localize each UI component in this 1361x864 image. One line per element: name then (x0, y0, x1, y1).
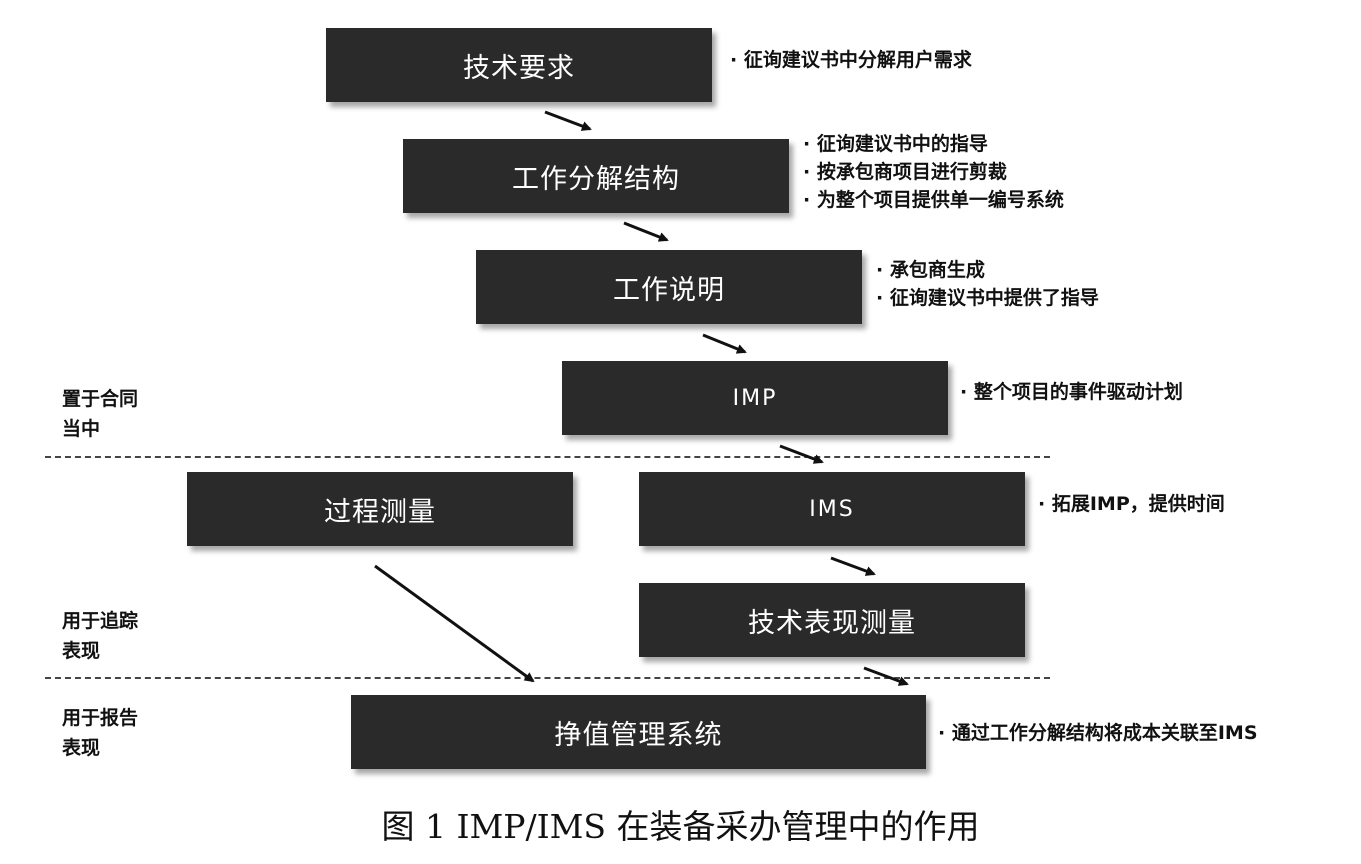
note-item: 征询建议书中分解用户需求 (730, 46, 972, 74)
arrow-wbs-to-sow (623, 221, 669, 242)
note-item: 征询建议书中的指导 (803, 130, 1064, 158)
side-label-line: 置于合同 (62, 388, 139, 410)
box-imp: IMP (562, 361, 948, 435)
note-item: 拓展IMP，提供时间 (1038, 490, 1225, 518)
arrow-sow-to-imp (702, 333, 747, 354)
side-label-line: 表现 (62, 737, 101, 759)
notes-imp: 整个项目的事件驱动计划 (960, 378, 1183, 406)
note-item: 承包商生成 (876, 256, 1099, 284)
note-item: 征询建议书中提供了指导 (876, 284, 1099, 312)
divider-contract (45, 456, 1050, 458)
box-ims: IMS (639, 472, 1025, 546)
box-process-measure: 过程测量 (187, 472, 573, 546)
arrow-ims-to-tpm (830, 556, 876, 576)
notes-tech-requirements: 征询建议书中分解用户需求 (730, 46, 972, 74)
notes-sow: 承包商生成 征询建议书中提供了指导 (876, 256, 1099, 312)
arrow-process-to-evms (374, 564, 535, 683)
side-label-line: 用于报告 (62, 707, 139, 729)
arrow-tpm-to-evms (863, 666, 909, 686)
divider-tracking (45, 677, 1050, 679)
arrow-tech-to-wbs (544, 110, 592, 131)
notes-wbs: 征询建议书中的指导 按承包商项目进行剪裁 为整个项目提供单一编号系统 (803, 130, 1064, 214)
side-label-tracking: 用于追踪 表现 (62, 606, 138, 666)
note-item: 通过工作分解结构将成本关联至IMS (938, 719, 1258, 747)
box-tpm: 技术表现测量 (639, 583, 1025, 657)
box-evms: 挣值管理系统 (351, 695, 926, 769)
box-wbs: 工作分解结构 (403, 139, 789, 213)
notes-ims: 拓展IMP，提供时间 (1038, 490, 1225, 518)
note-item: 整个项目的事件驱动计划 (960, 378, 1183, 406)
box-tech-requirements: 技术要求 (326, 28, 712, 102)
side-label-contract: 置于合同 当中 (62, 384, 138, 444)
side-label-line: 用于追踪 (62, 610, 139, 632)
note-item: 为整个项目提供单一编号系统 (803, 186, 1064, 214)
box-sow: 工作说明 (476, 250, 862, 324)
notes-evms: 通过工作分解结构将成本关联至IMS (938, 719, 1258, 747)
figure-caption: 图 1 IMP/IMS 在装备采办管理中的作用 (381, 807, 980, 846)
note-item: 按承包商项目进行剪裁 (803, 158, 1064, 186)
side-label-line: 当中 (62, 418, 101, 440)
side-label-reporting: 用于报告 表现 (62, 703, 138, 763)
arrow-imp-to-ims (779, 444, 824, 464)
side-label-line: 表现 (62, 640, 101, 662)
